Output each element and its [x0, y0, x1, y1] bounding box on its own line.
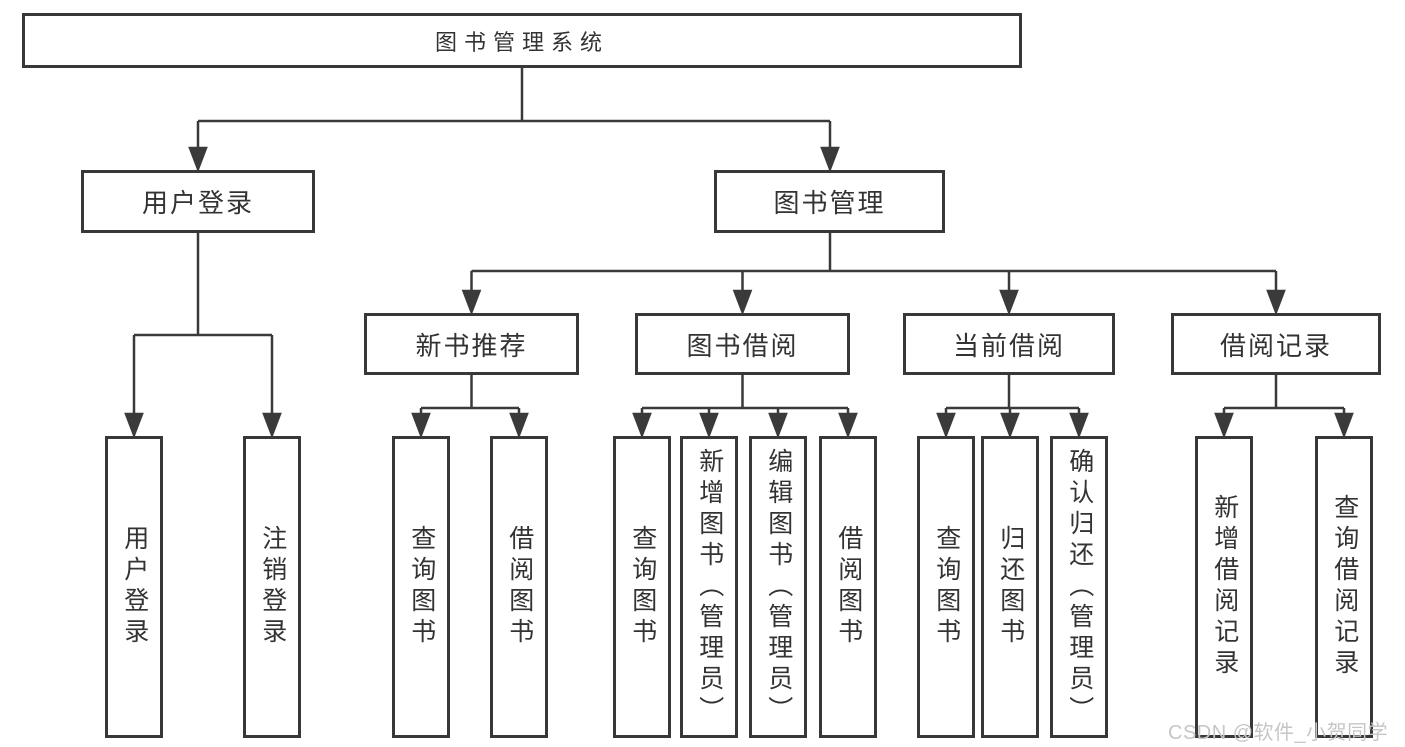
node-add-borrow-record: 新增借阅记录	[1195, 436, 1253, 738]
node-user-login: 用户登录	[81, 170, 315, 233]
node-user-login-label: 用户登录	[141, 188, 254, 218]
connector-root-to-level2	[188, 68, 840, 173]
connector-book-borrowing-children	[632, 375, 858, 439]
node-user-login-action: 用户登录	[105, 436, 163, 738]
node-edit-books-admin-label: 编辑图书（管理员）	[764, 447, 793, 727]
node-return-books: 归还图书	[981, 436, 1039, 738]
connector-borrowing-records-children	[1214, 375, 1354, 439]
node-current-borrowing: 当前借阅	[903, 313, 1115, 375]
node-borrow-books-borrowing: 借阅图书	[819, 436, 877, 738]
node-query-books-current: 查询图书	[917, 436, 975, 738]
node-borrow-books-borrowing-label: 借阅图书	[834, 525, 863, 649]
node-query-borrow-record-label: 查询借阅记录	[1330, 494, 1359, 680]
node-borrowing-records-label: 借阅记录	[1219, 330, 1332, 361]
connector-user-login-children	[124, 233, 282, 439]
node-book-borrowing: 图书借阅	[635, 313, 850, 375]
node-new-book-recommend-label: 新书推荐	[415, 330, 528, 361]
node-current-borrowing-label: 当前借阅	[952, 330, 1065, 361]
node-new-book-recommend: 新书推荐	[364, 313, 579, 375]
node-root-system-label: 图书管理系统	[434, 29, 609, 55]
node-book-management: 图书管理	[714, 170, 945, 233]
node-query-books-current-label: 查询图书	[932, 525, 961, 649]
node-borrow-books-newbook: 借阅图书	[490, 436, 548, 738]
node-borrowing-records: 借阅记录	[1171, 313, 1381, 375]
node-query-books-newbook: 查询图书	[392, 436, 450, 738]
node-query-borrow-record: 查询借阅记录	[1315, 436, 1373, 738]
node-borrow-books-newbook-label: 借阅图书	[505, 525, 534, 649]
node-query-books-borrowing-label: 查询图书	[628, 525, 657, 649]
node-add-borrow-record-label: 新增借阅记录	[1210, 494, 1239, 680]
connector-current-borrowing-children	[936, 375, 1089, 439]
node-user-login-action-label: 用户登录	[120, 525, 149, 649]
node-logout-action-label: 注销登录	[258, 525, 287, 649]
node-confirm-return-admin-label: 确认归还（管理员）	[1065, 447, 1094, 727]
node-query-books-newbook-label: 查询图书	[407, 525, 436, 649]
node-book-management-label: 图书管理	[773, 188, 886, 218]
node-logout-action: 注销登录	[243, 436, 301, 738]
node-query-books-borrowing: 查询图书	[613, 436, 671, 738]
node-add-books-admin-label: 新增图书（管理员）	[695, 447, 724, 727]
node-confirm-return-admin: 确认归还（管理员）	[1050, 436, 1108, 738]
node-return-books-label: 归还图书	[996, 525, 1025, 649]
connector-new-book-children	[411, 375, 529, 439]
node-add-books-admin: 新增图书（管理员）	[680, 436, 738, 738]
node-root-system: 图书管理系统	[22, 13, 1022, 68]
connector-book-management-children	[461, 233, 1286, 316]
csdn-watermark: CSDN @软件_小贺同学	[1168, 722, 1389, 744]
node-book-borrowing-label: 图书借阅	[686, 330, 799, 361]
node-edit-books-admin: 编辑图书（管理员）	[749, 436, 807, 738]
